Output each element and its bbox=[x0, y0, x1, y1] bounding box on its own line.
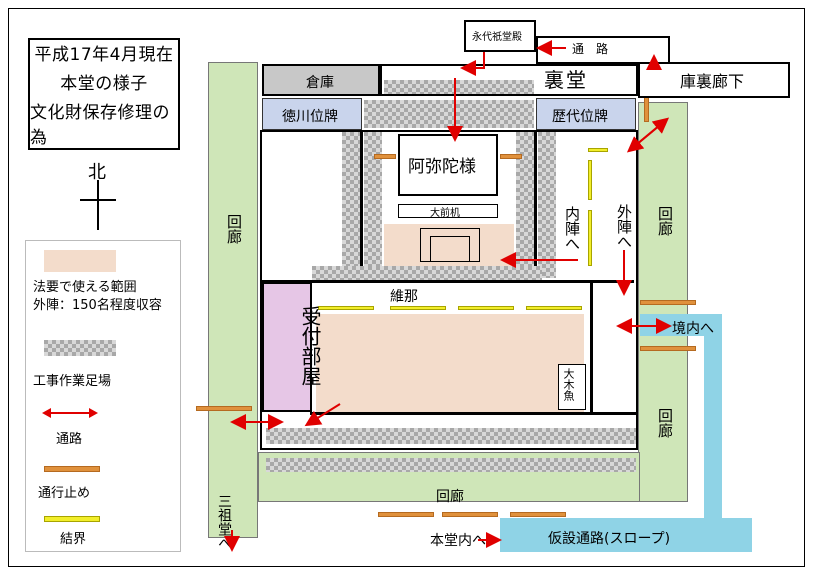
kairo-bottom-label: 回廊 bbox=[436, 489, 464, 505]
dharma-range-gejin bbox=[316, 314, 584, 414]
closed-mark-right-2 bbox=[640, 346, 696, 351]
arrow-eidai-down bbox=[460, 52, 485, 76]
kairo-left bbox=[208, 62, 258, 538]
mokugyo-label: 大木魚 bbox=[562, 368, 575, 401]
gejin-side-wall bbox=[590, 282, 593, 414]
closed-mark-bottom-2 bbox=[442, 512, 498, 517]
title-line-2: 本堂の様子 bbox=[60, 74, 148, 94]
kairo-right-upper-label: 回廊 bbox=[656, 206, 674, 236]
legend-closed-label: 通行止め bbox=[38, 486, 91, 501]
kekkai-gejin-2 bbox=[588, 210, 592, 266]
scaffold-naijin-left bbox=[342, 132, 360, 278]
dharma-range-naijin bbox=[384, 224, 514, 266]
kasetsu-path-vertical bbox=[704, 334, 722, 518]
legend-range-line1: 法要で使える範囲 bbox=[33, 280, 137, 295]
tokugawa-ihai-room bbox=[262, 98, 362, 130]
hondonai-he-label: 本堂内へ bbox=[430, 533, 486, 549]
legend-kekkai-label: 結界 bbox=[60, 532, 87, 547]
soko-room bbox=[262, 64, 380, 96]
closed-mark-right-1 bbox=[640, 300, 696, 305]
legend-scaffold-label: 工事作業足場 bbox=[33, 374, 112, 389]
legend-range-line2: 外陣：150名程度収容 bbox=[33, 298, 162, 313]
legend-scaffold-swatch bbox=[44, 340, 116, 356]
amida-label: 阿弥陀様 bbox=[408, 157, 476, 177]
naijin-wall-left bbox=[360, 130, 363, 280]
gejin-bottom-wall bbox=[310, 412, 638, 415]
compass-north-label: 北 bbox=[88, 162, 106, 183]
rekidai-label: 歴代位牌 bbox=[552, 109, 608, 125]
closed-mark-amida-right bbox=[500, 154, 522, 159]
legend-passage-label: 通路 bbox=[56, 432, 83, 447]
scaffold-urado bbox=[384, 80, 534, 94]
uketsuke-room bbox=[262, 282, 312, 412]
kairo-left-label: 回廊 bbox=[225, 214, 243, 244]
diagram-frame bbox=[8, 8, 805, 567]
kekkai-gejin-1 bbox=[588, 160, 592, 200]
naijin-wall-bottom bbox=[262, 280, 634, 283]
eidai-label: 永代祇堂殿 bbox=[472, 32, 522, 43]
title-line-1: 平成17年4月現在 bbox=[34, 45, 174, 65]
title-box: 平成17年4月現在 本堂の様子 文化財保存修理の為 bbox=[28, 38, 180, 150]
legend-passage-arrow-icon bbox=[42, 408, 98, 418]
raiban-inner bbox=[430, 236, 470, 262]
kekkai-1 bbox=[318, 306, 374, 310]
naijin-he-label: 内陣へ bbox=[563, 206, 581, 251]
kekkai-3 bbox=[458, 306, 514, 310]
mokugyo bbox=[558, 364, 586, 410]
scaffold-naijin-right-inner bbox=[516, 132, 534, 278]
legend bbox=[25, 240, 181, 552]
urado-label: 裏堂 bbox=[544, 68, 588, 92]
tokugawa-label: 徳川位牌 bbox=[282, 109, 338, 125]
kuri-roka-room bbox=[638, 62, 790, 98]
arrow-kuri-gejin-back bbox=[629, 117, 670, 151]
arrow-uketsuke bbox=[304, 403, 341, 427]
rekidai-ihai-room bbox=[536, 98, 636, 130]
scaffold-top-band bbox=[364, 100, 534, 128]
kekkai-gejin-top bbox=[588, 148, 608, 152]
kekkai-2 bbox=[390, 306, 446, 310]
closed-mark-bottom-3 bbox=[510, 512, 566, 517]
legend-kekkai-swatch bbox=[44, 516, 100, 522]
closed-mark-bottom-1 bbox=[378, 512, 434, 517]
tsuro-top-label: 通 路 bbox=[572, 42, 609, 56]
legend-closed-swatch bbox=[44, 466, 100, 472]
eidai-room bbox=[464, 20, 536, 52]
title-line-3: 文化財保存修理の為 bbox=[30, 103, 170, 148]
closed-mark-left bbox=[196, 406, 252, 411]
gejin-he-label: 外陣へ bbox=[615, 204, 633, 249]
kekkai-4 bbox=[526, 306, 582, 310]
scaffold-naijin-right bbox=[538, 132, 556, 278]
yuina-label: 維那 bbox=[390, 289, 418, 305]
soko-label: 倉庫 bbox=[306, 75, 334, 91]
scaffold-naijin-left-inner bbox=[364, 132, 382, 278]
naijin-wall-right bbox=[534, 130, 537, 280]
amida-altar bbox=[398, 134, 498, 196]
kuri-roka-label: 庫裏廊下 bbox=[680, 72, 745, 91]
scaffold-bottom-outer bbox=[266, 458, 636, 472]
uketsuke-label: 受付部屋 bbox=[298, 306, 322, 386]
kasetsu-label: 仮設通路(スロープ) bbox=[548, 531, 671, 547]
closed-mark-amida-left bbox=[374, 154, 396, 159]
legend-range-swatch bbox=[44, 250, 116, 272]
omaezukue-label: 大前机 bbox=[430, 208, 460, 219]
kasetsu-path-bottom bbox=[500, 518, 752, 552]
scaffold-naijin-bottom bbox=[312, 266, 542, 280]
keidai-he-label: 境内へ bbox=[672, 321, 714, 337]
kairo-right-lower-label: 回廊 bbox=[656, 408, 674, 438]
scaffold-bottom-inner bbox=[266, 428, 636, 444]
compass-icon bbox=[80, 180, 116, 230]
omaezukue bbox=[398, 204, 498, 218]
